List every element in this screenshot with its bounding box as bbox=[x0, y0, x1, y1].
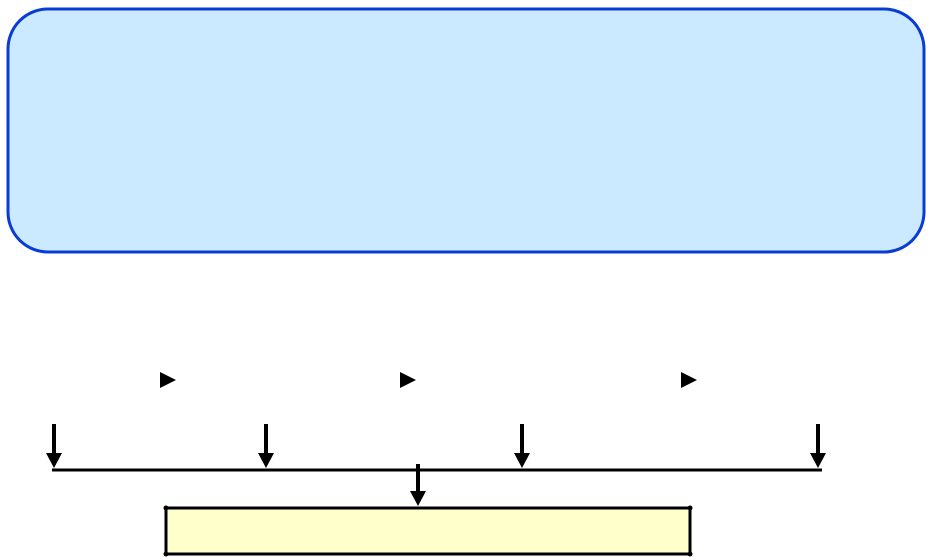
header-box bbox=[6, 7, 926, 254]
arrow-down-icon bbox=[410, 491, 426, 506]
step-arrow-2-icon bbox=[400, 372, 416, 388]
arrow-down-icon bbox=[258, 453, 274, 468]
result-box-corner-tr bbox=[687, 505, 693, 511]
result-box-corner-br bbox=[687, 551, 693, 557]
input-arrow-1 bbox=[46, 424, 62, 468]
result-box-corner-bl bbox=[163, 551, 169, 557]
result-box bbox=[164, 506, 692, 556]
step-arrow-1-icon bbox=[160, 372, 176, 388]
step-arrow-3-icon bbox=[681, 372, 697, 388]
arrow-down-icon bbox=[46, 453, 62, 468]
input-arrow-3 bbox=[514, 424, 530, 468]
arrow-down-icon bbox=[810, 453, 826, 468]
input-arrow-2 bbox=[258, 424, 274, 468]
output-arrow bbox=[410, 464, 426, 506]
arrow-down-icon bbox=[514, 453, 530, 468]
result-box-corner-tl bbox=[163, 505, 169, 511]
input-arrow-4 bbox=[810, 424, 826, 468]
